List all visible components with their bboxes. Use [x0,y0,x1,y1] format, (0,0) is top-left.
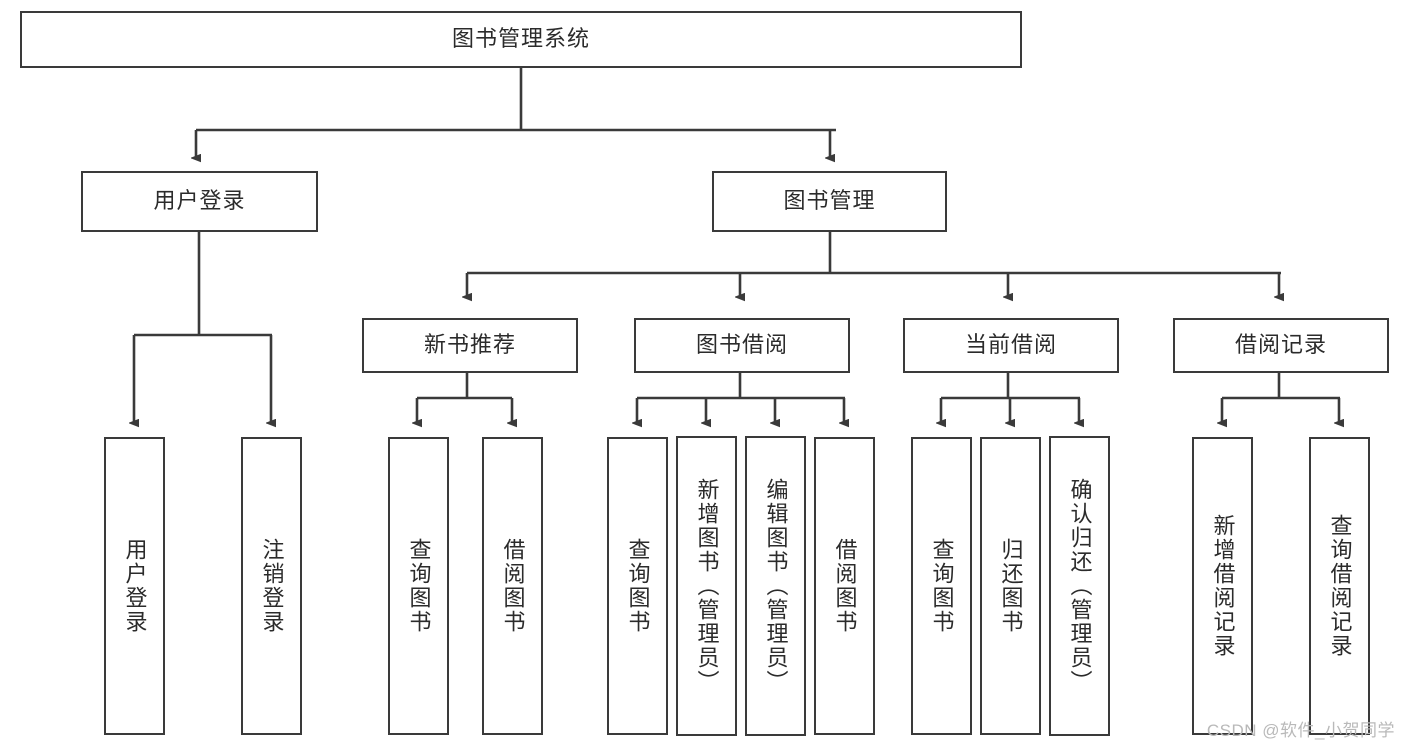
node-leaf-current-borrow-query[interactable]: 查询图书 [911,437,972,735]
node-book-management[interactable]: 图书管理 [712,171,947,232]
node-root-system[interactable]: 图书管理系统 [20,11,1022,68]
node-user-login[interactable]: 用户登录 [81,171,318,232]
node-leaf-user-login-logout[interactable]: 注销登录 [241,437,302,735]
node-new-book-recommend[interactable]: 新书推荐 [362,318,578,373]
node-leaf-book-borrow-query[interactable]: 查询图书 [607,437,668,735]
node-leaf-book-borrow-borrow[interactable]: 借阅图书 [814,437,875,735]
csdn-watermark: CSDN @软件_小贺同学 [1206,721,1395,740]
node-leaf-new-book-query[interactable]: 查询图书 [388,437,449,735]
node-borrow-record[interactable]: 借阅记录 [1173,318,1389,373]
node-leaf-new-book-borrow[interactable]: 借阅图书 [482,437,543,735]
node-leaf-current-borrow-return[interactable]: 归还图书 [980,437,1041,735]
node-leaf-borrow-record-query[interactable]: 查询借阅记录 [1309,437,1370,735]
node-leaf-book-borrow-add[interactable]: 新增图书（管理员） [676,436,737,736]
node-leaf-current-borrow-confirm-return[interactable]: 确认归还（管理员） [1049,436,1110,736]
node-current-borrow[interactable]: 当前借阅 [903,318,1119,373]
node-leaf-borrow-record-add[interactable]: 新增借阅记录 [1192,437,1253,735]
node-book-borrow[interactable]: 图书借阅 [634,318,850,373]
node-leaf-book-borrow-edit[interactable]: 编辑图书（管理员） [745,436,806,736]
node-leaf-user-login-login[interactable]: 用户登录 [104,437,165,735]
